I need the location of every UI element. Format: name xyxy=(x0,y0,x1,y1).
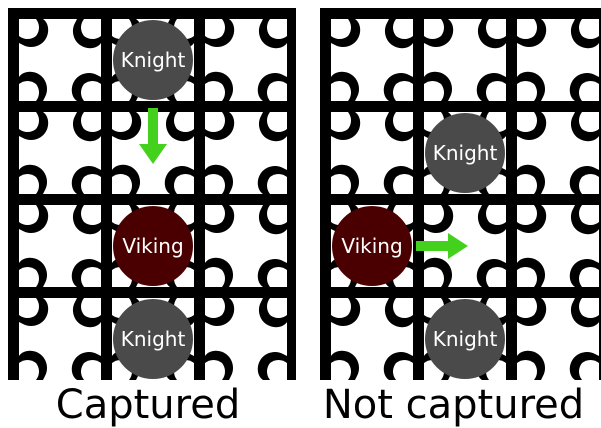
caption-captured: Captured xyxy=(30,382,266,428)
board-square xyxy=(424,19,506,101)
board-square xyxy=(517,19,599,101)
board-square xyxy=(331,298,413,380)
viking-piece: Viking xyxy=(113,206,193,286)
knight-label: Knight xyxy=(433,141,498,165)
knight-piece: Knight xyxy=(113,299,193,379)
board-square xyxy=(205,112,287,194)
board-square xyxy=(19,112,101,194)
board-square xyxy=(517,205,599,287)
viking-label: Viking xyxy=(341,234,402,258)
viking-label: Viking xyxy=(122,234,183,258)
board-square xyxy=(517,112,599,194)
board-square xyxy=(19,298,101,380)
board-square xyxy=(205,205,287,287)
knight-piece: Knight xyxy=(425,299,505,379)
board-square xyxy=(19,19,101,101)
board-square xyxy=(331,19,413,101)
knight-label: Knight xyxy=(433,327,498,351)
knight-label: Knight xyxy=(121,327,186,351)
board-square xyxy=(19,205,101,287)
board-square xyxy=(331,112,413,194)
caption-not-captured: Not captured xyxy=(306,382,601,428)
knight-piece: Knight xyxy=(113,20,193,100)
board-square xyxy=(517,298,599,380)
board-square xyxy=(205,298,287,380)
board-square xyxy=(205,19,287,101)
board-not-captured: KnightVikingKnight xyxy=(320,8,601,380)
viking-piece: Viking xyxy=(332,206,412,286)
knight-label: Knight xyxy=(121,48,186,72)
knight-piece: Knight xyxy=(425,113,505,193)
